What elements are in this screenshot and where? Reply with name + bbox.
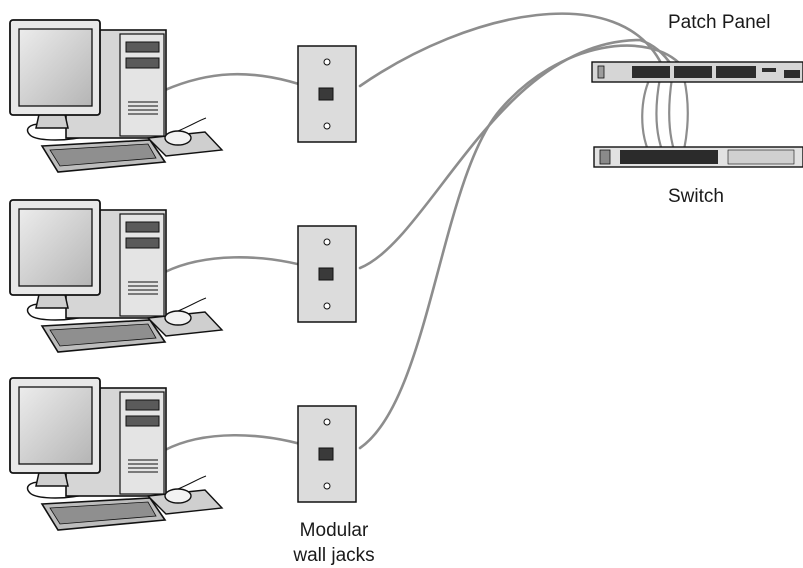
network-switch bbox=[593, 146, 803, 168]
switch-label: Switch bbox=[668, 186, 724, 207]
patch-cord-3 bbox=[668, 76, 676, 152]
computer-1 bbox=[9, 19, 223, 173]
patch-cord-4 bbox=[682, 76, 689, 152]
cable-jack1-panel bbox=[358, 12, 664, 88]
cables bbox=[163, 12, 689, 454]
patch-panel-label: Patch Panel bbox=[668, 12, 771, 33]
wall-jack-3 bbox=[297, 405, 357, 503]
wall-jacks-label-line1: Modular bbox=[299, 520, 369, 541]
patch-cord-2 bbox=[655, 76, 664, 152]
wall-jacks-label: Modular wall jacks bbox=[286, 518, 382, 568]
wall-jacks-label-line2: wall jacks bbox=[293, 545, 375, 566]
computer-2 bbox=[9, 199, 223, 353]
wall-jack-2 bbox=[297, 225, 357, 323]
cable-jack3-panel bbox=[358, 44, 684, 450]
computer-3 bbox=[9, 377, 223, 531]
patch-cord-1 bbox=[641, 76, 652, 152]
wall-jack-1 bbox=[297, 45, 357, 143]
patch-panel bbox=[591, 61, 803, 83]
